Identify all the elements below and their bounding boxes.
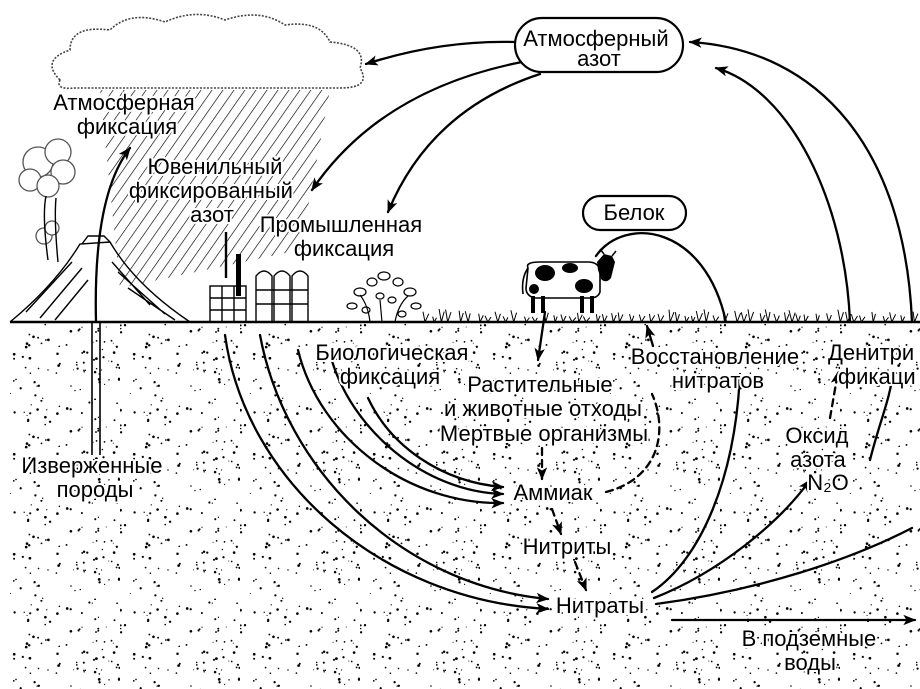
plant-animal-waste-label: Растительные и животные отходы [444, 372, 642, 421]
label-line: фиксация [294, 236, 394, 261]
label-line: Атмосферная [53, 90, 195, 115]
label-line: азот [577, 46, 621, 71]
industrial-fixation-label: Промышленная фиксация [260, 212, 429, 261]
arrow-denitrification-to-atmosphere-inner [716, 68, 850, 322]
nitrites-label: Нитриты [523, 534, 612, 559]
label-line: азота [790, 447, 846, 472]
label-line: Оксид [785, 423, 848, 448]
protein-label: Белок [604, 200, 665, 225]
nitrates-label: Нитраты [556, 593, 644, 618]
label-line: фиксированный [129, 178, 293, 203]
label-line: воды [784, 650, 836, 675]
label-line: Восстановление [631, 344, 799, 369]
grass-tufts [423, 309, 918, 322]
label-line: фиксация [77, 114, 177, 139]
ammonia-label: Аммиак [513, 480, 592, 505]
label-line: В подземные [742, 626, 877, 651]
label-line: и животные отходы [444, 396, 642, 421]
label-line: фиксация [340, 364, 440, 389]
label-line: Ювенильный [147, 154, 282, 179]
arrow-denitrification-to-atmosphere-outer [690, 42, 912, 322]
label-line: породы [57, 477, 134, 502]
denitrification-label: Денитри фикаци [828, 340, 920, 389]
dead-organisms-label: Мертвые организмы [440, 421, 648, 446]
label-line: N₂O [807, 470, 849, 495]
arrow-atmosphere-to-industrial [388, 74, 540, 212]
arc-protein [596, 233, 726, 322]
cloud-illustration [52, 14, 363, 88]
label-line: Промышленная [260, 212, 422, 237]
label-line: Биологическая [315, 340, 468, 365]
label-line: нитратов [672, 368, 764, 393]
label-line: фикаци [838, 364, 916, 389]
label-line: Изверженные [21, 453, 162, 478]
label-line: Растительные [467, 372, 612, 397]
smoke-puffs [19, 139, 75, 244]
cow-illustration [523, 249, 616, 313]
label-line: азот [190, 202, 234, 227]
plant-illustration [347, 272, 421, 322]
grass [423, 309, 918, 322]
arrow-atmosphere-to-cloud [366, 42, 515, 64]
label-line: Денитри [828, 340, 914, 365]
